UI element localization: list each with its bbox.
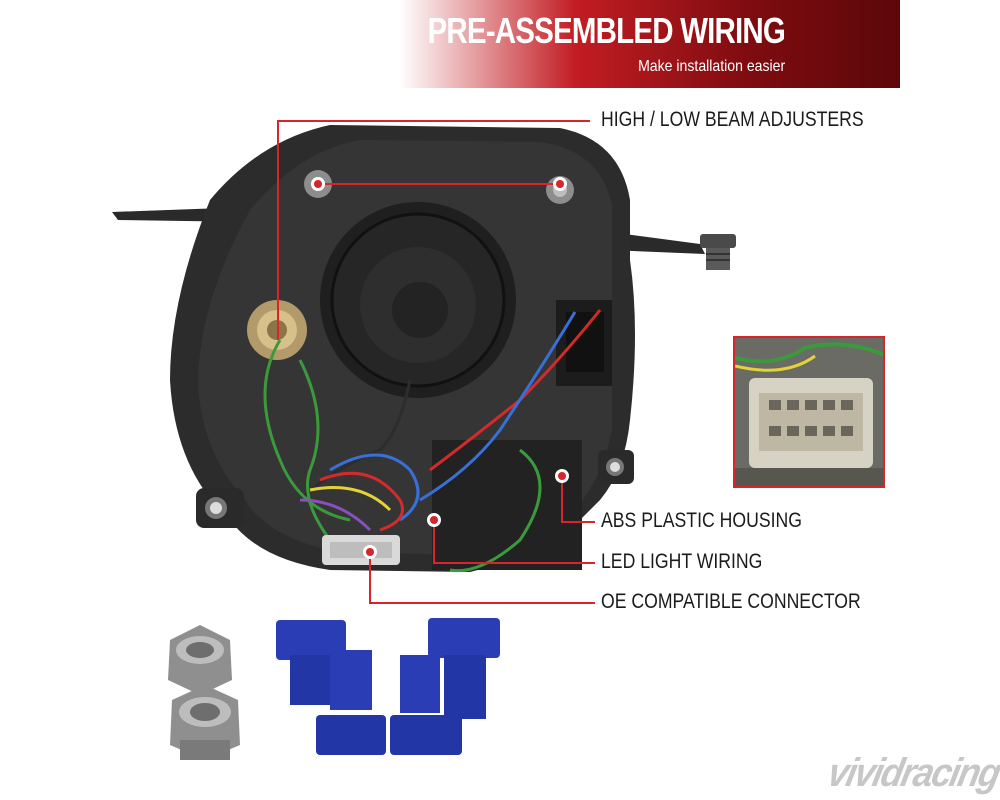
banner-title: PRE-ASSEMBLED WIRING bbox=[427, 10, 785, 51]
wire-tap-3 bbox=[428, 618, 500, 719]
connector-closeup-inset bbox=[733, 336, 885, 488]
dust-cap bbox=[320, 202, 516, 398]
vividracing-watermark: vividracing bbox=[823, 751, 1000, 795]
callout-dots bbox=[311, 177, 569, 559]
hex-nut-top bbox=[168, 625, 232, 695]
banner-subtitle: Make installation easier bbox=[637, 58, 785, 75]
side-connector bbox=[556, 300, 612, 386]
connector-closeup-image bbox=[735, 342, 883, 486]
wire-tap-1 bbox=[276, 620, 346, 705]
callout-oe-connector: OE COMPATIBLE CONNECTOR bbox=[601, 590, 861, 613]
oe-connector bbox=[322, 535, 400, 565]
right-ear bbox=[598, 450, 634, 484]
right-bolt bbox=[700, 234, 736, 270]
callout-leaders bbox=[277, 120, 595, 604]
wire-tap-2 bbox=[316, 650, 386, 755]
wire-tap-4 bbox=[390, 655, 462, 755]
callout-abs-housing: ABS PLASTIC HOUSING bbox=[601, 509, 802, 532]
header-banner: PRE-ASSEMBLED WIRING Make installation e… bbox=[400, 0, 900, 88]
callout-led-wiring: LED LIGHT WIRING bbox=[601, 550, 763, 573]
led-wiring bbox=[263, 309, 602, 573]
bottom-left-ear bbox=[196, 488, 244, 528]
callout-beam-adjusters: HIGH / LOW BEAM ADJUSTERS bbox=[601, 108, 864, 131]
hex-nut-bottom bbox=[170, 685, 240, 760]
lower-module bbox=[432, 440, 582, 570]
right-mounting-tab bbox=[608, 232, 705, 254]
